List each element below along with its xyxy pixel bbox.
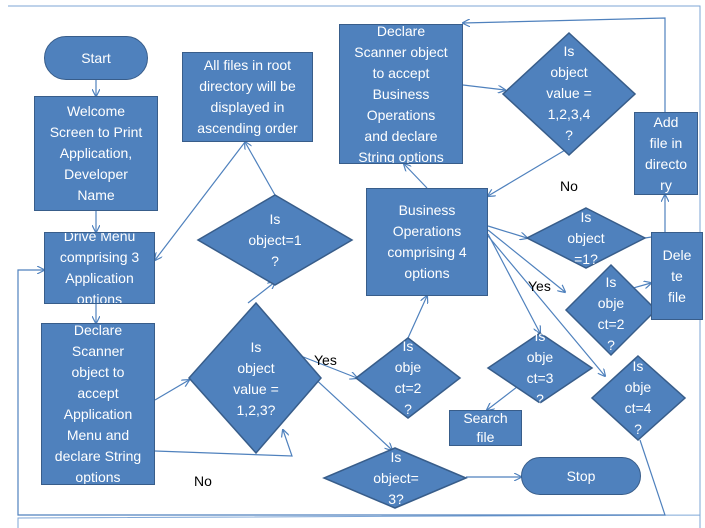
decision-is-object-value-1234-label: Is object value = 1,2,3,4 ? xyxy=(546,42,592,143)
drive-menu-box: Drive Menu comprising 3 Application opti… xyxy=(44,232,155,304)
business-operations-box: Business Operations comprising 4 options xyxy=(366,188,488,296)
add-file-label: Add file in directo ry xyxy=(644,113,688,193)
decision-is-object-2-biz-shape xyxy=(564,263,658,357)
edge-label-no-2: No xyxy=(560,178,578,194)
edge-biz-isobj3b xyxy=(487,233,540,333)
edge-biz-isobj1b xyxy=(487,225,527,238)
edge-add-top xyxy=(463,17,666,140)
decision-is-object-2-biz-label: Is obje ct=2 ? xyxy=(597,274,625,353)
edge-biz-isobj4b xyxy=(487,235,605,376)
delete-file-box: Dele te file xyxy=(651,232,703,320)
decision-is-object-3-shape xyxy=(322,447,468,509)
search-file-box: Search file xyxy=(449,410,522,446)
edge-isobj4b-return xyxy=(17,270,666,516)
decision-is-object-2-label: Is obje ct=2 ? xyxy=(394,338,422,417)
all-files-box: All files in root directory will be disp… xyxy=(182,52,313,142)
edge-no-loop xyxy=(154,430,293,457)
decision-is-object-1-biz-shape xyxy=(525,207,647,269)
decision-is-object-3-label: Is object= 3? xyxy=(373,448,419,507)
start-terminal: Start xyxy=(44,36,148,80)
stop-label: Stop xyxy=(566,467,596,484)
decision-is-object-1-label: Is object=1 ? xyxy=(248,210,302,269)
page-frame-line xyxy=(8,5,701,528)
delete-file-label: Dele te file xyxy=(662,246,692,305)
decision-is-object-value-123-label: Is object value = 1,2,3? xyxy=(233,339,279,418)
decision-is-object-value-123-shape xyxy=(187,301,322,455)
declare-scanner-app-box: Declare Scanner object to accept Applica… xyxy=(41,323,155,485)
edge-isobj2-biz xyxy=(407,296,427,339)
edge-isobj1-allfiles xyxy=(245,142,276,196)
decision-is-object-2-shape xyxy=(354,337,462,419)
edge-label-yes-2: Yes xyxy=(528,278,551,294)
business-operations-label: Business Operations comprising 4 options xyxy=(387,202,467,281)
edge-biz-declarebiz xyxy=(404,164,428,189)
all-files-label: All files in root directory will be disp… xyxy=(197,57,298,136)
decision-is-object-4-biz-shape xyxy=(590,354,687,442)
declare-scanner-biz-box: Declare Scanner object to accept Busines… xyxy=(339,24,463,164)
add-file-box: Add file in directo ry xyxy=(634,112,698,195)
decision-is-object-1-shape xyxy=(196,194,354,286)
stop-terminal: Stop xyxy=(521,457,641,495)
edge-label-yes-1: Yes xyxy=(314,352,337,368)
edge-biz-isobj2b xyxy=(487,229,565,292)
decision-is-object-3-biz-label: Is obje ct=3 ? xyxy=(526,328,554,407)
edge-isvalue-isobj1 xyxy=(247,282,275,304)
decision-is-object-3-biz-shape xyxy=(486,332,594,404)
decision-is-object-4-biz-label: Is obje ct=4 ? xyxy=(624,358,652,437)
welcome-screen-box: Welcome Screen to Print Application, Dev… xyxy=(34,96,158,211)
edge-declarebiz-isvalue4 xyxy=(462,84,505,90)
edge-label-no-1: No xyxy=(194,473,212,489)
edge-declare-isvalue xyxy=(154,380,189,401)
edge-allfiles-drive xyxy=(155,141,246,260)
welcome-screen-label: Welcome Screen to Print Application, Dev… xyxy=(49,103,143,203)
decision-is-object-value-1234-shape xyxy=(501,31,637,157)
decision-is-object-1-biz-label: Is object =1? xyxy=(567,208,605,267)
drive-menu-label: Drive Menu comprising 3 Application opti… xyxy=(59,232,140,304)
start-label: Start xyxy=(81,49,111,66)
declare-scanner-biz-label: Declare Scanner object to accept Busines… xyxy=(354,24,448,164)
search-file-label: Search file xyxy=(463,410,508,445)
declare-scanner-app-label: Declare Scanner object to accept Applica… xyxy=(54,323,142,485)
